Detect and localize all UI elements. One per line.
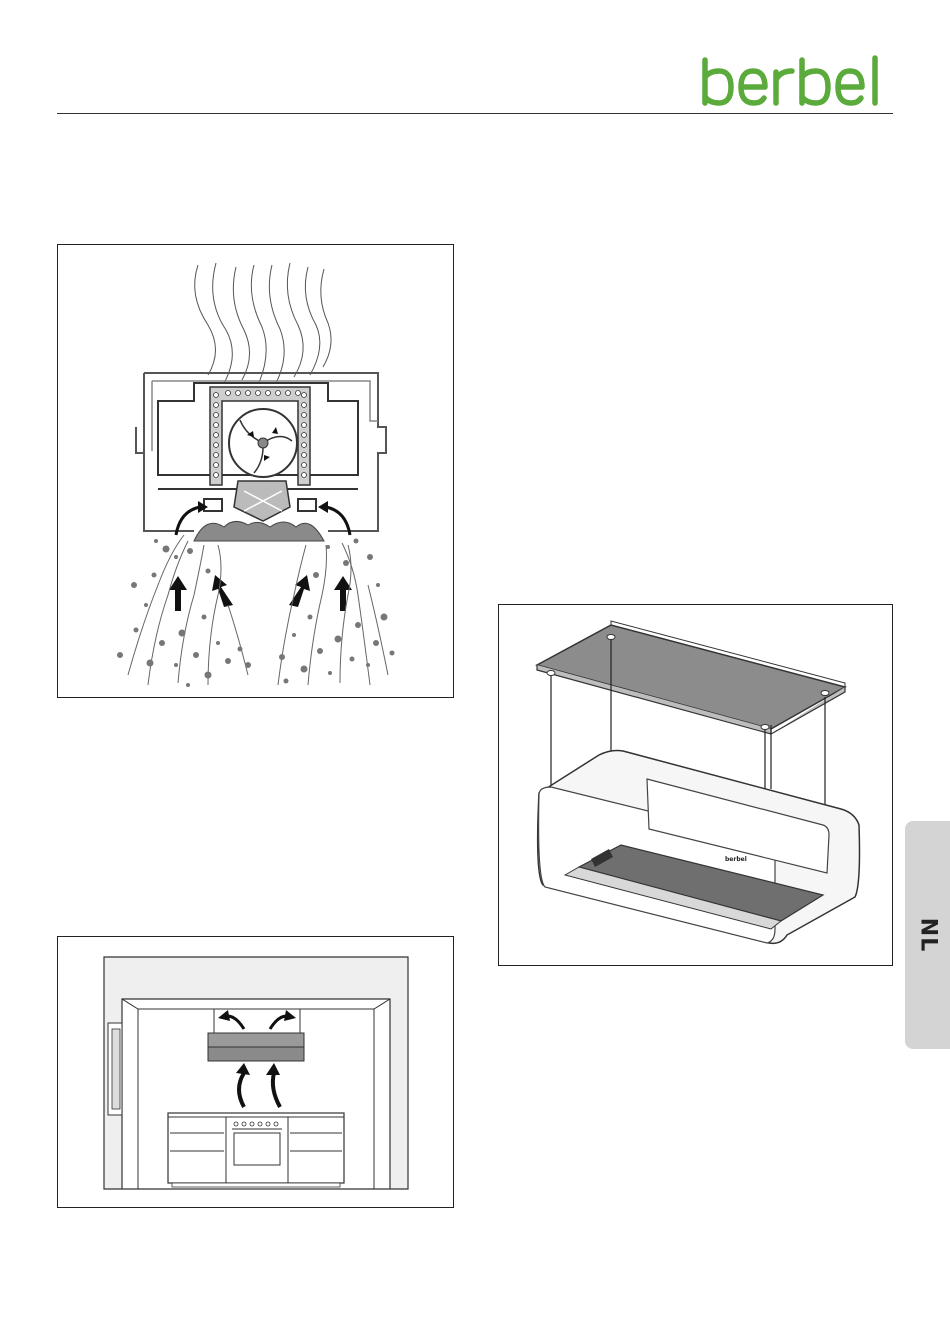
header-divider [57,113,893,114]
language-label: NL [915,918,940,952]
ceiling-hood-icon: berbel [499,605,892,965]
kitchen-illustration [57,936,454,1208]
language-tab: NL [905,821,950,1049]
brand-logo: berbel [700,50,896,112]
logo-text: berbel [896,50,897,51]
extraction-principle-icon [58,245,453,697]
hood-brand-label: berbel [725,856,747,863]
kitchen-recirculation-icon [58,937,453,1207]
hood-illustration: berbel [498,604,893,966]
airflow-illustration [57,244,454,698]
